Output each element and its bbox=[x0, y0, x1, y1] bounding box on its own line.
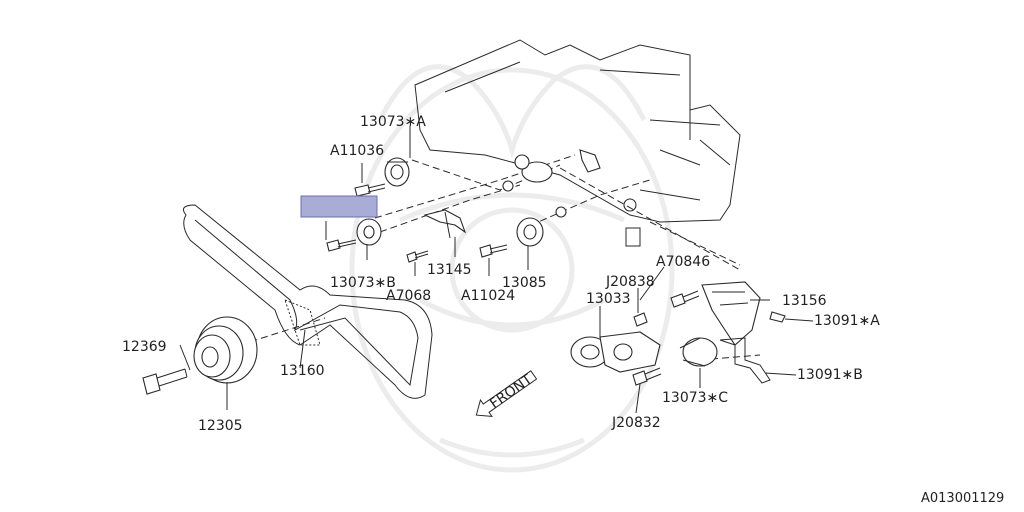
label-13085[interactable]: 13085 bbox=[502, 275, 547, 291]
label-a11024[interactable]: A11024 bbox=[461, 288, 515, 304]
front-direction-arrow: FRONT bbox=[475, 370, 538, 417]
idler-pulley-a bbox=[384, 157, 410, 187]
label-13033[interactable]: 13033 bbox=[586, 291, 631, 307]
engine-idlers bbox=[502, 149, 601, 192]
diagram-reference-id: A013001129 bbox=[921, 491, 1004, 506]
selected-part-highlight[interactable] bbox=[300, 195, 378, 218]
idler-pulley-13085 bbox=[516, 206, 567, 247]
bolt-j20838 bbox=[633, 312, 648, 327]
label-a7068[interactable]: A7068 bbox=[386, 288, 431, 304]
label-12369[interactable]: 12369 bbox=[122, 339, 167, 355]
bolt-b bbox=[326, 239, 357, 252]
label-13091b[interactable]: 13091∗B bbox=[797, 367, 863, 383]
label-13073b[interactable]: 13073∗B bbox=[330, 275, 396, 291]
belt-cover-bracket-13145 bbox=[423, 209, 467, 239]
clip-13091a bbox=[769, 311, 786, 323]
bolt-a7068 bbox=[406, 250, 429, 263]
crankshaft-pulley-12305 bbox=[193, 316, 258, 384]
label-j20832[interactable]: J20832 bbox=[611, 415, 661, 431]
label-a70846[interactable]: A70846 bbox=[656, 254, 710, 270]
crank-bolt-12369 bbox=[142, 368, 188, 395]
bolt-a11036 bbox=[354, 183, 386, 197]
tensioner-13033 bbox=[570, 331, 661, 373]
label-13160[interactable]: 13160 bbox=[280, 363, 325, 379]
assembly-lines bbox=[239, 154, 761, 361]
label-13091a[interactable]: 13091∗A bbox=[814, 313, 880, 329]
label-12305[interactable]: 12305 bbox=[198, 418, 243, 434]
label-13156[interactable]: 13156 bbox=[782, 293, 827, 309]
engine-block bbox=[414, 39, 741, 247]
bolt-a70846 bbox=[670, 290, 700, 308]
watermark-emblem bbox=[349, 64, 675, 473]
label-a11036[interactable]: A11036 bbox=[330, 143, 384, 159]
label-13073a[interactable]: 13073∗A bbox=[360, 114, 426, 130]
label-13145[interactable]: 13145 bbox=[427, 262, 472, 278]
bracket-13156 bbox=[701, 281, 761, 346]
bolt-a11024 bbox=[479, 244, 508, 258]
leader-lines bbox=[179, 126, 814, 414]
tensioner-pulley-13073c bbox=[679, 337, 718, 367]
label-13073c[interactable]: 13073∗C bbox=[662, 390, 728, 406]
clip-13091b bbox=[719, 337, 771, 384]
timing-belt-13160 bbox=[183, 204, 433, 399]
svg-text:FRONT: FRONT bbox=[487, 371, 536, 412]
idler-pulley-b bbox=[356, 218, 382, 246]
bolt-j20832 bbox=[632, 367, 662, 386]
label-j20838[interactable]: J20838 bbox=[605, 274, 655, 290]
